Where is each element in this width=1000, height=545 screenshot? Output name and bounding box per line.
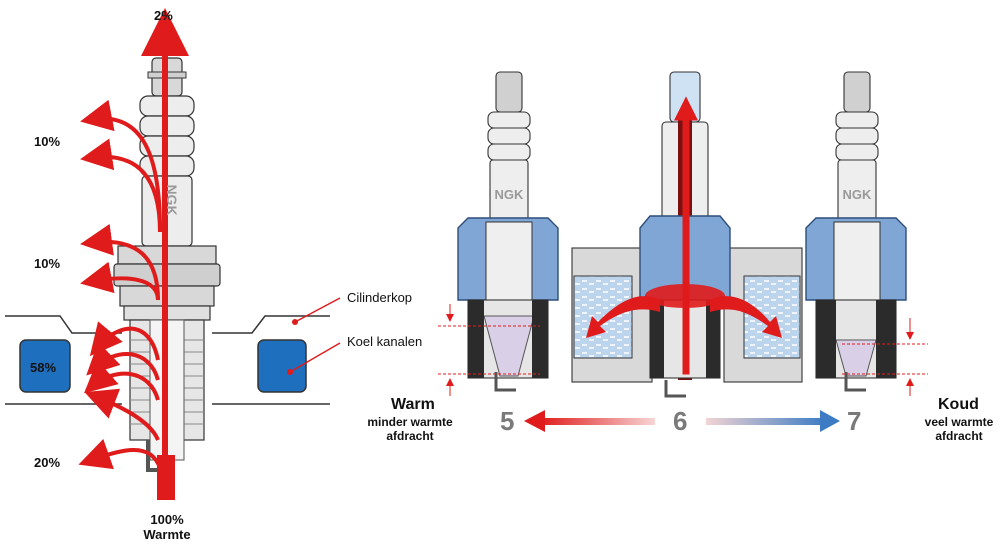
dimension-markers <box>438 304 928 396</box>
heat-range-number-7: 7 <box>847 406 862 436</box>
cold-title: Koud <box>938 396 979 413</box>
cold-plug-brand-mark: NGK <box>843 187 873 202</box>
percent-coolant: 58% <box>30 360 57 375</box>
warm-plug-brand-mark: NGK <box>495 187 525 202</box>
percent-upper-a: 10% <box>34 134 61 149</box>
heat-range-plug-cold <box>805 71 907 392</box>
left-spark-plug-diagram: NGK <box>5 8 341 500</box>
percent-upper-b: 10% <box>34 256 61 271</box>
percent-top: 2% <box>154 8 173 23</box>
heat-range-scale <box>524 410 840 432</box>
heat-range-plug-warm <box>457 71 559 392</box>
warm-title: Warm <box>391 396 435 413</box>
left-plug-brand-mark: NGK <box>164 184 180 215</box>
warm-line-2: afdracht <box>386 429 434 443</box>
heat-range-plug-mid <box>571 71 803 398</box>
heat-arrows-left <box>78 8 189 480</box>
heat-range-number-5: 5 <box>500 406 515 436</box>
cold-line-1: veel warmte <box>924 415 994 429</box>
percent-lower: 20% <box>34 455 61 470</box>
warm-line-1: minder warmte <box>367 415 453 429</box>
coolant-channel-right <box>257 339 307 393</box>
heat-range-number-6: 6 <box>673 406 688 436</box>
coolant-channel-left <box>19 339 71 393</box>
cold-line-2: afdracht <box>935 429 983 443</box>
callout-cylinder-head: Cilinderkop <box>347 290 413 305</box>
percent-total: 100% <box>150 512 184 527</box>
percent-total-caption: Warmte <box>143 527 191 542</box>
callout-cooling-channels: Koel kanalen <box>347 334 423 349</box>
